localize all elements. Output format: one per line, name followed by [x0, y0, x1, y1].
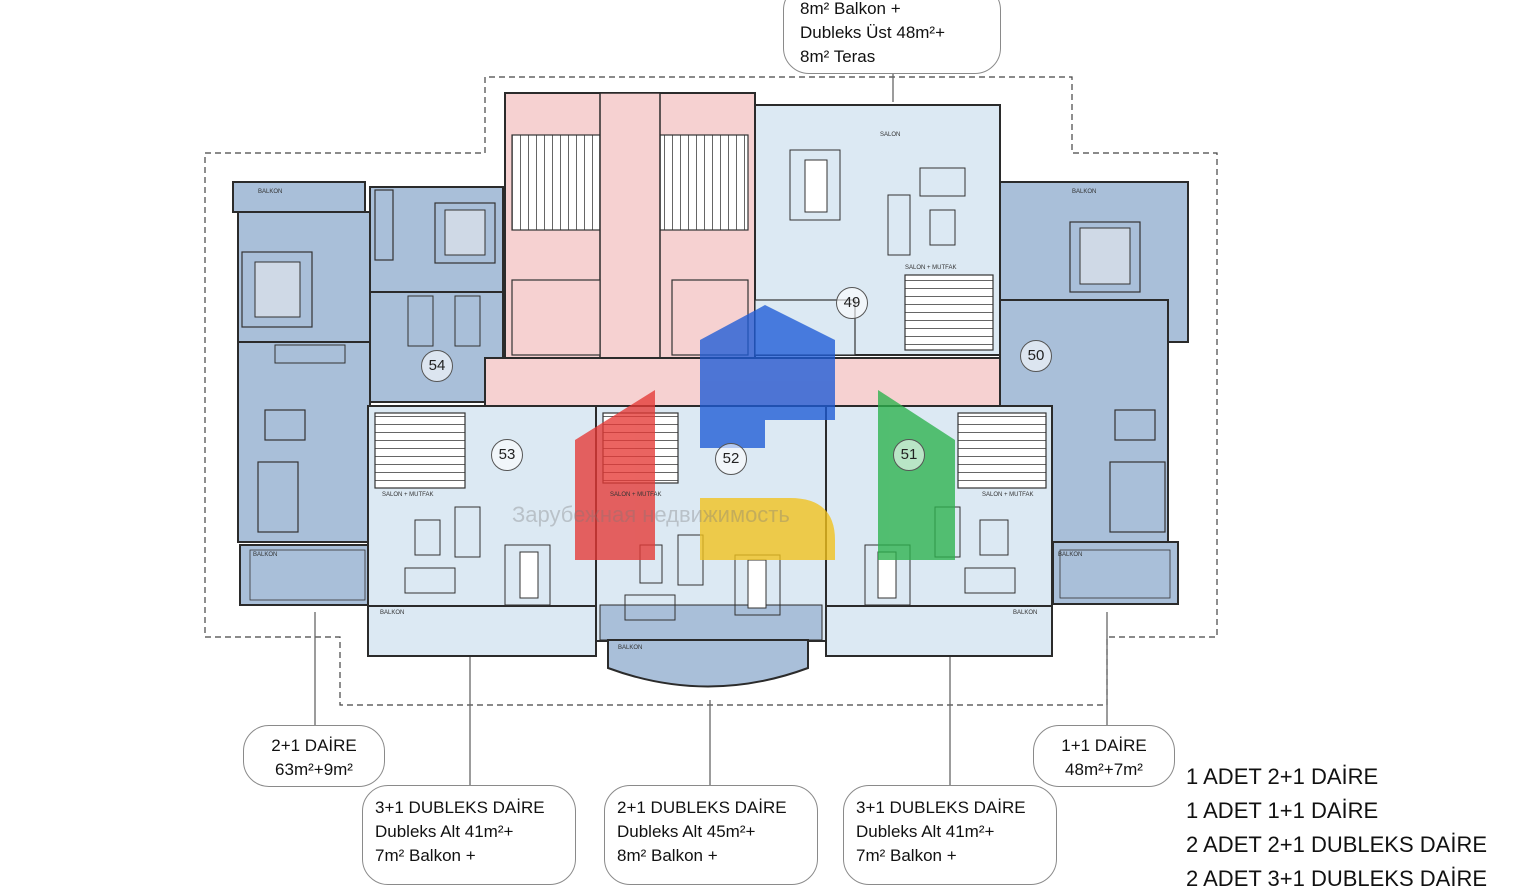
callout-title: 2+1 DAİRE: [271, 736, 357, 755]
callout-3plus1-duplex-right: 3+1 DUBLEKS DAİRE Dubleks Alt 41m²+ 7m² …: [843, 785, 1057, 885]
summary-line: 2 ADET 3+1 DUBLEKS DAİRE: [1186, 866, 1488, 891]
leader-lines: [314, 73, 1108, 786]
unit-number-53: 53: [491, 439, 523, 471]
floor-plan: [204, 73, 1218, 786]
callout-line: Dubleks Alt 41m²+: [375, 822, 514, 841]
callout-line: 8m² Balkon +: [617, 846, 718, 865]
room-label-balkon: BALKON: [253, 552, 278, 558]
unit-number-49: 49: [836, 287, 868, 319]
parcel-boundary: [204, 76, 1218, 706]
unit-number-51: 51: [893, 439, 925, 471]
summary-line: 1 ADET 2+1 DAİRE: [1186, 764, 1379, 789]
unit-number-54: 54: [421, 350, 453, 382]
watermark-text: Зарубежная недвижимость: [512, 502, 790, 527]
unit-summary: 1 ADET 2+1 DAİRE 1 ADET 1+1 DAİRE 2 ADET…: [1186, 760, 1487, 896]
room-label-balkon: BALKON: [1072, 189, 1097, 195]
callout-line: Dubleks Üst 48m²+: [800, 23, 946, 42]
callout-top-duplex: 8m² Balkon + Dubleks Üst 48m²+ 8m² Teras: [783, 0, 1001, 74]
callout-title: 3+1 DUBLEKS DAİRE: [375, 798, 545, 817]
room-label-salon: SALON: [880, 132, 901, 138]
room-label-balkon: BALKON: [1058, 552, 1083, 558]
unit-54-plan: [232, 181, 504, 606]
room-label-balkon: BALKON: [380, 610, 405, 616]
unit-number-50: 50: [1020, 340, 1052, 372]
unit-53-plan: [367, 405, 597, 657]
room-label-salon-mutfak: SALON + MUTFAK: [905, 265, 957, 271]
unit-49-plan: [754, 104, 1001, 356]
room-label-balkon: BALKON: [618, 645, 643, 651]
callout-1plus1: 1+1 DAİRE 48m²+7m²: [1033, 725, 1175, 787]
callout-line: Dubleks Alt 41m²+: [856, 822, 995, 841]
callout-title: 1+1 DAİRE: [1061, 736, 1147, 755]
callout-line: 8m² Teras: [800, 47, 876, 66]
room-label-balkon: BALKON: [1013, 610, 1038, 616]
callout-title: 2+1 DUBLEKS DAİRE: [617, 798, 787, 817]
callout-line: 7m² Balkon +: [856, 846, 957, 865]
callout-3plus1-duplex-left: 3+1 DUBLEKS DAİRE Dubleks Alt 41m²+ 7m² …: [362, 785, 576, 885]
callout-line: Dubleks Alt 45m²+: [617, 822, 756, 841]
callout-2plus1-duplex: 2+1 DUBLEKS DAİRE Dubleks Alt 45m²+ 8m² …: [604, 785, 818, 885]
room-label-salon-mutfak: SALON + MUTFAK: [982, 492, 1034, 498]
summary-line: 2 ADET 2+1 DUBLEKS DAİRE: [1186, 832, 1488, 857]
room-label-balkon: BALKON: [258, 189, 283, 195]
unit-number-52: 52: [715, 443, 747, 475]
callout-line: 7m² Balkon +: [375, 846, 476, 865]
room-label-salon-mutfak: SALON + MUTFAK: [382, 492, 434, 498]
callout-2plus1: 2+1 DAİRE 63m²+9m²: [243, 725, 385, 787]
callout-title: 3+1 DUBLEKS DAİRE: [856, 798, 1026, 817]
summary-line: 1 ADET 1+1 DAİRE: [1186, 798, 1379, 823]
room-label-salon-mutfak: SALON + MUTFAK: [610, 492, 662, 498]
callout-area: 63m²+9m²: [275, 760, 353, 779]
callout-line: 8m² Balkon +: [800, 0, 901, 18]
callout-area: 48m²+7m²: [1065, 760, 1143, 779]
watermark-logo: [575, 305, 955, 560]
